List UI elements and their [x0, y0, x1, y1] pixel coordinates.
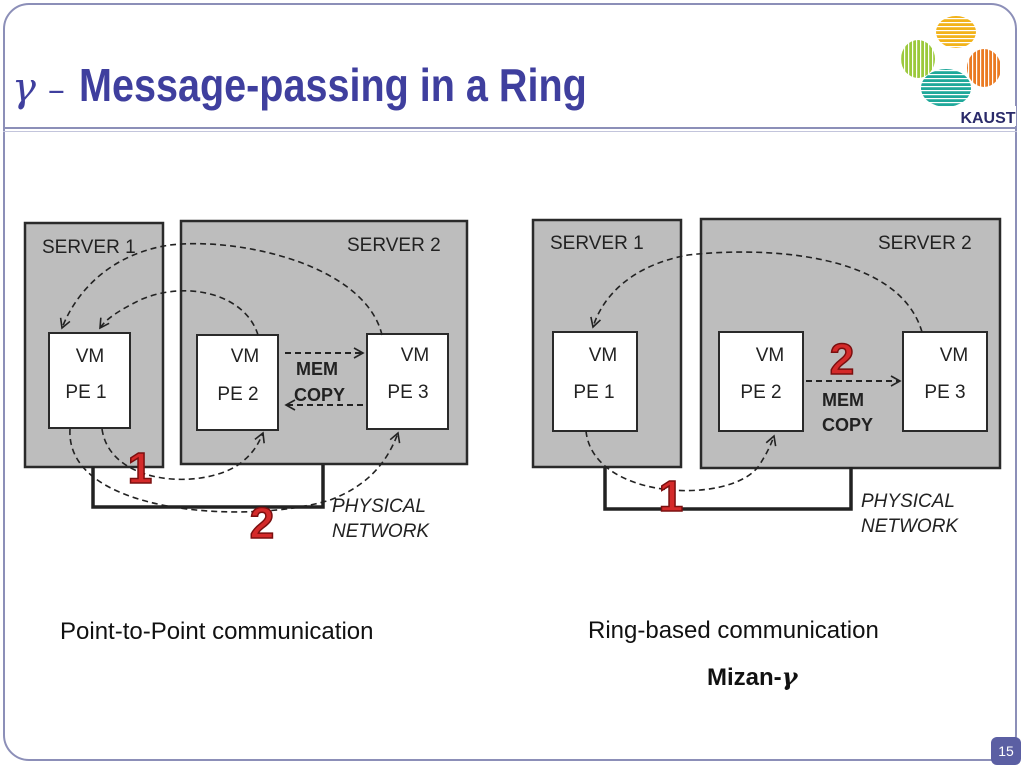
pe2-box: [196, 334, 279, 431]
title-gamma-symbol: γ: [12, 65, 36, 111]
page-number-badge: 15: [991, 737, 1021, 765]
server1-label: SERVER 1: [42, 237, 136, 258]
server2-label: SERVER 2: [347, 235, 441, 256]
pe3-box: [902, 331, 988, 432]
pe1-label: PE 1: [573, 382, 614, 403]
pe3-label: PE 3: [387, 382, 428, 403]
mizan-prefix: Mizan-: [707, 664, 782, 691]
mem-label: MEM: [296, 359, 338, 379]
left-caption: Point-to-Point communication: [60, 618, 374, 645]
title-text: Message-passing in a Ring: [78, 59, 587, 111]
kaust-logo-text: KAUST: [960, 110, 1015, 127]
arc-pe2-to-pe1: [99, 289, 259, 336]
arc-pe1-to-pe3: [69, 428, 401, 513]
arc-pe1-to-pe2: [585, 430, 777, 492]
mizan-gamma-symbol: γ: [781, 662, 798, 691]
server2-label: SERVER 2: [878, 233, 972, 254]
copy-label: COPY: [822, 415, 873, 435]
step-1-badge: 1: [128, 444, 152, 493]
network-label-line1: PHYSICAL: [332, 496, 426, 517]
pe2-vm-label: VM: [756, 345, 785, 366]
pe1-box: [552, 331, 638, 432]
physical-network-line: [603, 467, 853, 511]
step-2-badge: 2: [250, 499, 274, 545]
title-dash: –: [47, 70, 65, 110]
pe3-label: PE 3: [924, 382, 965, 403]
pe2-vm-label: VM: [231, 346, 260, 367]
pe3-box: [366, 333, 449, 430]
pe2-box: [718, 331, 804, 432]
server1-label: SERVER 1: [550, 233, 644, 254]
step-1-badge: 1: [659, 472, 683, 521]
kaust-logo: KAUST: [901, 16, 1016, 127]
mizan-gamma-label: Mizan-γ: [707, 662, 798, 692]
pe2-label: PE 2: [217, 384, 258, 405]
physical-network-line: [91, 465, 325, 509]
network-label-line2: NETWORK: [332, 521, 430, 542]
arc-pe3-to-pe1: [590, 251, 923, 333]
network-label-line1: PHYSICAL: [861, 491, 955, 512]
step-2-badge: 2: [830, 335, 854, 384]
pe1-vm-label: VM: [76, 346, 105, 367]
pe1-label: PE 1: [65, 382, 106, 403]
pe3-vm-label: VM: [401, 345, 430, 366]
pe3-vm-label: VM: [940, 345, 969, 366]
slide-title: γ – Message-passing in a Ring: [12, 58, 669, 118]
arc-pe1-to-pe2: [101, 428, 265, 481]
arc-pe3-to-pe1: [59, 242, 383, 336]
network-label-line2: NETWORK: [861, 516, 959, 537]
copy-label: COPY: [294, 385, 345, 405]
ring-based-diagram: SERVER 1 SERVER 2 VM PE 1 VM PE 2 VM PE …: [531, 217, 1002, 537]
pe1-vm-label: VM: [589, 345, 618, 366]
title-rule: [3, 127, 1017, 129]
mem-label: MEM: [822, 390, 864, 410]
title-rule-thin: [3, 131, 1017, 132]
pe1-box: [48, 332, 131, 429]
pe2-label: PE 2: [740, 382, 781, 403]
point-to-point-diagram: SERVER 1 SERVER 2 VM PE 1 VM PE 2 VM PE …: [23, 219, 469, 545]
right-caption: Ring-based communication: [588, 617, 879, 644]
